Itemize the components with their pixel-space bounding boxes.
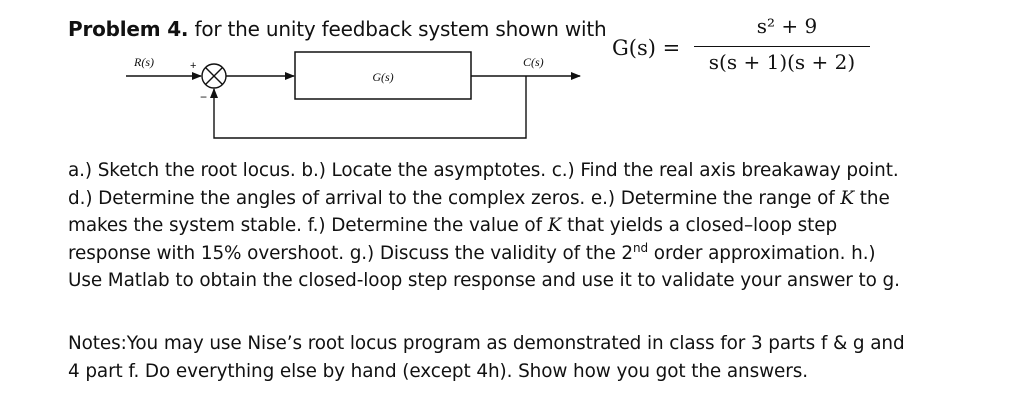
transfer-function-equation: G(s) = s² + 9 s(s + 1)(s + 2) [612,8,872,78]
input-label: R(s) [133,55,154,69]
equation-lhs: G(s) = [612,36,681,60]
problem-heading: Problem 4. for the unity feedback system… [68,17,607,41]
feedback-path [210,76,527,139]
fraction-bar [694,46,870,47]
task-line: Use Matlab to obtain the closed-loop ste… [68,270,900,292]
task-line: a.) Sketch the root locus. b.) Locate th… [68,160,899,181]
gain-symbol: K [547,215,562,237]
task-line: response with 15% overshoot. g.) Discuss… [68,240,876,264]
minus-sign: − [200,90,207,104]
equation-denominator: s(s + 1)(s + 2) [708,50,856,74]
plant-block [294,51,472,100]
task-line: makes the system stable. f.) Determine t… [68,215,838,237]
summing-junction [201,63,227,89]
task-list: a.) Sketch the root locus. b.) Locate th… [68,157,1008,295]
notes-line: 4 part f. Do everything else by hand (ex… [68,360,808,382]
plus-sign: + [190,60,196,72]
block-label: G(s) [372,70,393,84]
task-line: d.) Determine the angles of arrival to t… [68,187,890,209]
notes-paragraph: Notes:You may use Nise’s root locus prog… [68,330,1008,385]
feedback-block-diagram: R(s) C(s) G(s) + − [126,51,581,139]
notes-line: Notes:You may use Nise’s root locus prog… [68,333,905,354]
gain-symbol: K [840,187,855,209]
ordinal-suffix: nd [633,240,649,255]
equation-numerator: s² + 9 [756,14,818,38]
output-label: C(s) [523,55,544,69]
problem-statement: for the unity feedback system shown with [188,17,607,41]
problem-label: Problem 4. [68,17,189,41]
